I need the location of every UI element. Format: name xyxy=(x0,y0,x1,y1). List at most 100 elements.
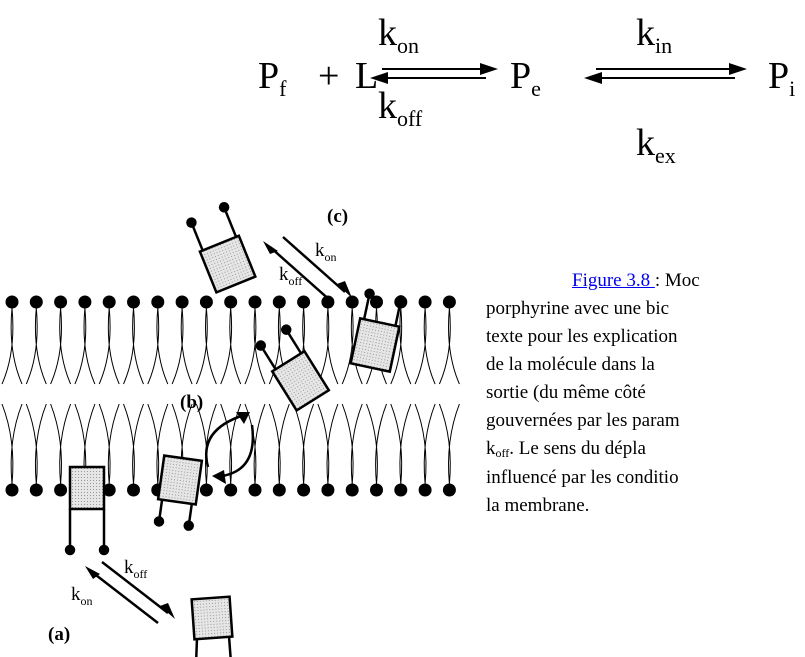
lipid-head xyxy=(224,483,238,497)
lipid-tail xyxy=(317,307,339,385)
porphyrin-flip-b2 xyxy=(255,324,331,413)
lipid-head xyxy=(370,483,383,497)
lipid-head xyxy=(321,295,335,309)
equilibrium-arrow-1 xyxy=(370,63,498,84)
lipid-head xyxy=(248,483,262,497)
lipid-head xyxy=(394,483,408,497)
lipid-head xyxy=(345,483,359,497)
lipid-head xyxy=(199,295,213,309)
lipid-head xyxy=(151,295,165,309)
caption-line-8: influencé par les conditio xyxy=(486,467,679,488)
figure-caption: Figure 3.8 : Moc porphyrine avec une bic… xyxy=(486,267,805,520)
species-pi: Pi xyxy=(768,55,795,101)
lipid-head xyxy=(442,483,456,497)
lipid-head xyxy=(29,483,43,497)
lipid-head xyxy=(78,295,92,309)
lipid-head xyxy=(102,295,116,309)
caption-line-1: Figure 3.8 : Moc xyxy=(572,270,700,291)
lipid-head xyxy=(199,483,213,497)
label-koff-a: koff xyxy=(124,557,147,581)
membrane-diagram: (a) (b) (c) kon koff koff kon xyxy=(1,202,460,657)
lipid-head xyxy=(418,483,432,497)
lipid-head xyxy=(29,295,43,309)
caption-line-9: la membrane. xyxy=(486,495,590,516)
lipid-head xyxy=(370,295,383,309)
label-kon-a: kon xyxy=(71,584,93,608)
lipid-head xyxy=(297,483,311,497)
lipid-tail xyxy=(414,403,436,485)
lipid-tail xyxy=(244,403,266,485)
caption-line-7: koff. Le sens du dépla xyxy=(486,438,646,460)
lipid-head xyxy=(418,295,432,309)
lipid-tail xyxy=(317,403,339,485)
flip-flop-arrows-b xyxy=(205,412,255,484)
lipid-tail xyxy=(341,403,363,485)
lipid-head xyxy=(102,483,116,497)
lipid-tail xyxy=(147,307,169,385)
lipid-head xyxy=(224,295,238,309)
species-pf: Pf xyxy=(258,55,287,101)
lipid-tail xyxy=(1,307,23,385)
lipid-bilayer xyxy=(1,307,460,485)
lipid-head xyxy=(54,295,68,309)
lipid-head xyxy=(321,483,335,497)
lipid-head xyxy=(5,483,19,497)
lipid-head xyxy=(54,483,68,497)
label-a: (a) xyxy=(48,624,70,645)
rate-koff: koff xyxy=(378,85,423,131)
lipid-head xyxy=(175,295,189,309)
kinetic-scheme: Pf + L kon koff Pe kin kex Pi xyxy=(258,12,795,168)
lipid-tail xyxy=(98,307,120,385)
label-koff-c: koff xyxy=(279,264,302,288)
species-pe: Pe xyxy=(510,55,541,101)
lipid-tail xyxy=(1,403,23,485)
lipid-head xyxy=(5,295,19,309)
lipid-tail xyxy=(244,307,266,385)
caption-line-2: porphyrine avec une bic xyxy=(486,298,670,319)
species-l: L xyxy=(355,55,378,97)
lipid-tail xyxy=(293,403,315,485)
rate-kex: kex xyxy=(636,122,676,168)
lipid-head xyxy=(272,295,286,309)
lipid-tail xyxy=(414,307,436,385)
lipid-head xyxy=(248,295,262,309)
lipid-tail xyxy=(98,403,120,485)
lipid-tail xyxy=(438,307,460,385)
lipid-tail xyxy=(195,403,217,485)
lipid-tail xyxy=(123,403,144,485)
equilibrium-arrow-2 xyxy=(584,63,747,84)
lipid-head xyxy=(127,483,140,497)
lipid-head xyxy=(297,295,311,309)
lipid-head xyxy=(127,295,140,309)
lipid-tail xyxy=(390,307,412,385)
lipid-tail xyxy=(147,403,169,485)
porphyrin-flip-b1 xyxy=(153,454,204,531)
lipid-tail xyxy=(171,307,193,385)
lipid-tail xyxy=(366,403,387,485)
lipid-tail xyxy=(25,307,47,385)
lipid-head xyxy=(442,295,456,309)
lipid-tail xyxy=(195,307,217,385)
lipid-tail xyxy=(50,307,72,385)
caption-line-6: gouvernées par les param xyxy=(486,410,680,431)
figure-link[interactable]: Figure 3.8 xyxy=(572,270,655,291)
caption-line-5: sortie (du même côté xyxy=(486,382,646,403)
label-kon-c: kon xyxy=(315,240,337,264)
porphyrin-inserted-c xyxy=(349,288,407,374)
caption-line-4: de la molécule dans la xyxy=(486,354,655,375)
exchange-arrows-a xyxy=(85,561,175,624)
lipid-head xyxy=(272,483,286,497)
lipid-tail xyxy=(123,307,144,385)
rate-kin: kin xyxy=(636,12,672,58)
rate-kon: kon xyxy=(378,12,419,58)
plus-sign: + xyxy=(318,55,339,97)
lipid-tail xyxy=(50,403,72,485)
lipid-tail xyxy=(25,403,47,485)
label-b: (b) xyxy=(180,392,203,413)
lipid-head xyxy=(345,295,359,309)
label-c: (c) xyxy=(327,206,348,227)
lipid-tail xyxy=(74,307,96,385)
lipid-tail xyxy=(220,307,242,385)
head-groups xyxy=(5,295,456,497)
porphyrin-free-c xyxy=(186,202,257,294)
